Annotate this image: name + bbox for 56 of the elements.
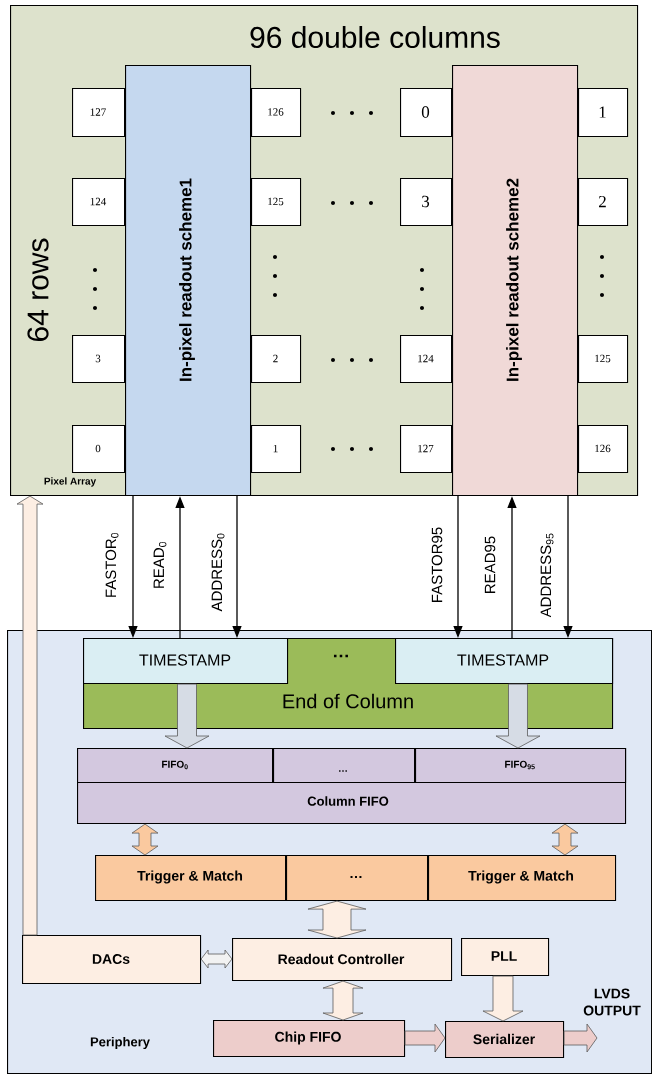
fifo-cell: FIFO$_{0}$ (77, 748, 274, 784)
double-block-arrow (200, 949, 233, 969)
pixel-cell: 124 (72, 178, 126, 227)
signal-label: READ$_{0}$ (153, 541, 167, 588)
readout-scheme-box: In-pixel readout scheme2 (452, 65, 579, 497)
pixel-cell: 126 (578, 425, 629, 474)
trigger-match-cell: Trigger & Match (428, 855, 617, 902)
trigger-match-cell: … (286, 855, 429, 902)
trigger-match-cell: Trigger & Match (95, 855, 287, 902)
dac-box: DACs (22, 935, 202, 985)
signal-label: ADDRESS$_{0}$ (211, 533, 225, 612)
block-arrow (16, 495, 44, 936)
panel-label: Pixel Array (44, 477, 97, 487)
pixel-cell: 125 (578, 335, 629, 384)
timestamp-box: TIMESTAMP (395, 638, 614, 685)
readout-scheme-box: In-pixel readout scheme1 (125, 65, 252, 497)
double-block-arrow (131, 823, 159, 856)
panel-title: 96 double columns (250, 26, 500, 49)
serializer-box: Serializer (445, 1021, 565, 1059)
block-label: End of Column (283, 693, 413, 709)
pixel-cell: 1 (578, 88, 629, 138)
signal-label: FASTOR$_{0}$ (105, 532, 119, 597)
fifo-cell: FIFO$_{95}$ (415, 748, 627, 784)
block-arrow (164, 683, 210, 749)
pixel-cell: 2 (251, 335, 302, 384)
block-arrow (495, 683, 541, 749)
pixel-cell: 3 (400, 178, 453, 227)
double-block-arrow (307, 900, 367, 939)
signal-label: READ95 (484, 536, 496, 593)
chip-fifo-box: Chip FIFO (213, 1020, 406, 1058)
pixel-cell: 2 (578, 178, 629, 227)
pixel-cell: 125 (251, 178, 302, 227)
fifo-cell: … (273, 748, 416, 784)
panel-label: Periphery (90, 1036, 150, 1050)
pixel-cell: 3 (72, 335, 126, 384)
timestamp-box: TIMESTAMP (83, 638, 289, 685)
block-arrow (404, 1023, 446, 1053)
double-block-arrow (322, 980, 364, 1021)
controller-box: Readout Controller (232, 938, 453, 982)
output-label: LVDS OUTPUT (583, 988, 641, 1016)
pixel-cell: 127 (400, 425, 453, 474)
pll-box: PLL (461, 938, 550, 977)
signal-label: ADDRESS$_{95}$ (540, 533, 554, 618)
pixel-cell: 124 (400, 335, 453, 384)
block-arrow (482, 975, 524, 1022)
pixel-cell: 127 (72, 88, 126, 138)
signal-label: FASTOR95 (431, 527, 443, 602)
row-count-label: 64 rows (27, 238, 49, 341)
block-arrow (563, 1023, 598, 1053)
pixel-cell: 126 (251, 88, 302, 138)
block-label: Column FIFO (307, 796, 389, 806)
double-block-arrow (551, 823, 579, 856)
pixel-cell: 1 (251, 425, 302, 474)
pixel-cell: 0 (400, 88, 453, 138)
pixel-cell: 0 (72, 425, 126, 474)
ellipsis: … (333, 654, 348, 658)
